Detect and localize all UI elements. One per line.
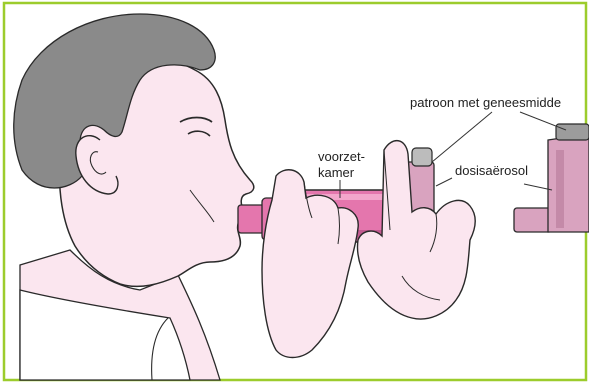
leader-cartridge-left <box>432 112 492 162</box>
standalone-inhaler <box>514 124 589 232</box>
label-aerosol: dosisaërosol <box>455 163 528 178</box>
label-spacer-line1: voorzet- <box>318 149 365 164</box>
label-cartridge: patroon met geneesmidde <box>410 95 561 110</box>
person-figure <box>14 14 254 380</box>
inhaler-mouthpiece <box>514 208 552 232</box>
inhaler-cartridge-top <box>412 148 432 166</box>
inhaler-body <box>548 134 589 232</box>
leader-cartridge-right <box>520 112 566 130</box>
leader-aerosol-left <box>436 178 452 186</box>
inhaler-cartridge <box>556 124 589 140</box>
inhaler-shading <box>556 150 564 228</box>
leader-lines <box>340 112 566 198</box>
label-spacer-line2: kamer <box>318 165 355 180</box>
